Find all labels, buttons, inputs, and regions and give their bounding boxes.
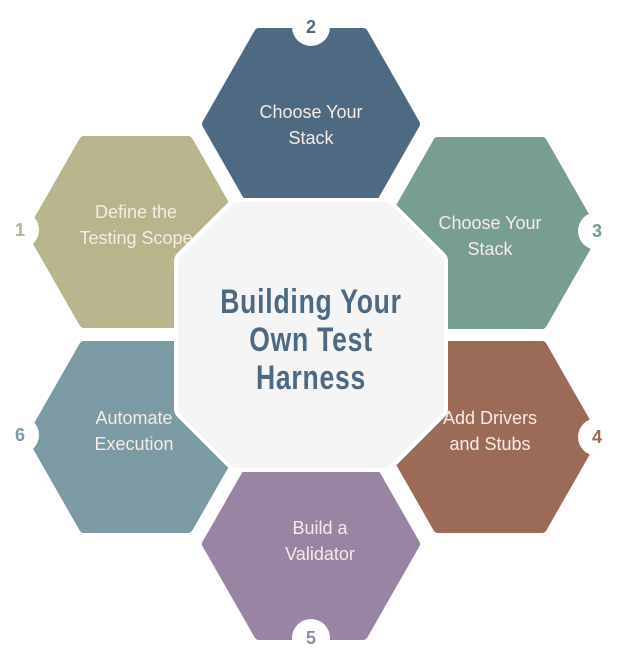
- diagram-title-line: Harness: [256, 359, 366, 397]
- diagram-title-line: Building Your: [220, 283, 401, 321]
- step-label: Choose Your: [259, 102, 362, 122]
- step-number: 1: [15, 220, 25, 240]
- step-number: 5: [306, 628, 316, 648]
- step-number-badge: 3: [578, 212, 616, 250]
- step-number-badge: 6: [1, 416, 39, 454]
- center-octagon: [178, 202, 444, 468]
- step-5: Build a Validator 5: [202, 448, 420, 657]
- step-label: Add Drivers: [443, 408, 537, 428]
- step-label: Stack: [467, 239, 513, 259]
- step-label: and Stubs: [449, 434, 530, 454]
- step-label: Stack: [288, 128, 334, 148]
- step-number-badge: 5: [292, 619, 330, 657]
- step-number-badge: 2: [292, 8, 330, 46]
- step-number: 6: [15, 425, 25, 445]
- step-label: Execution: [94, 434, 173, 454]
- step-label: Choose Your: [438, 213, 541, 233]
- diagram-title-line: Own Test: [249, 321, 373, 359]
- step-label: Build a: [292, 518, 348, 538]
- step-label: Validator: [285, 544, 355, 564]
- step-number: 4: [592, 427, 602, 447]
- step-hexagon: [202, 28, 420, 220]
- step-number: 2: [306, 17, 316, 37]
- step-label: Automate: [95, 408, 172, 428]
- step-number-badge: 1: [1, 211, 39, 249]
- step-label: Testing Scope: [79, 228, 192, 248]
- step-number: 3: [592, 221, 602, 241]
- step-label: Define the: [95, 202, 177, 222]
- step-number-badge: 4: [578, 418, 616, 456]
